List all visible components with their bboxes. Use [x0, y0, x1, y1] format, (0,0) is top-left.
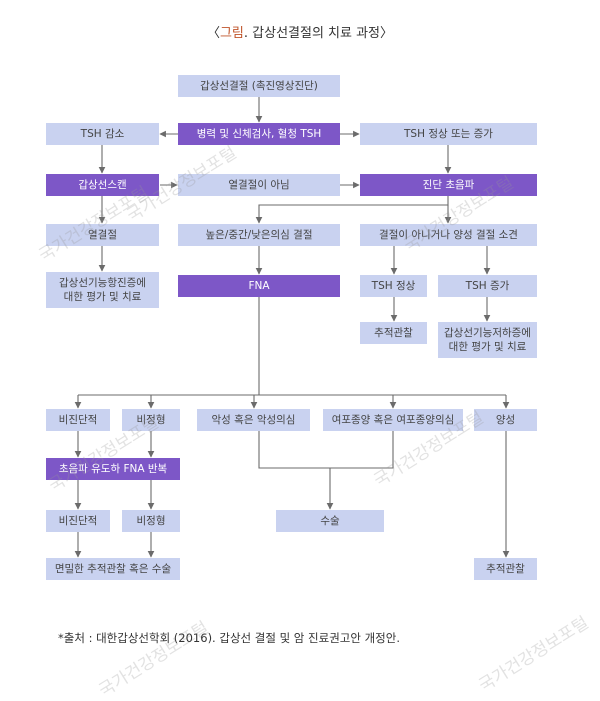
node-follicular-neoplasm: 여포종양 혹은 여포종양의심 — [323, 409, 463, 431]
node-thyroid-scan: 갑상선스캔 — [46, 174, 159, 196]
node-tsh-low: TSH 감소 — [46, 123, 159, 145]
node-diagnostic-ultrasound: 진단 초음파 — [360, 174, 537, 196]
title-text: . 갑상선결절의 치료 과정〉 — [243, 26, 394, 41]
node-surgery: 수술 — [276, 510, 384, 532]
flowchart-canvas: 〈그림. 갑상선결절의 치료 과정〉 갑상선결절 (촉진영상진단) 병력 및 신… — [0, 22, 600, 701]
node-tsh-high: TSH 증가 — [438, 275, 537, 297]
node-hypothyroid-evaluation: 갑상선기능저하증에 대한 평가 및 치료 — [438, 322, 537, 358]
source-footnote: *출처 : 대한갑상선학회 (2016). 갑상선 결절 및 암 진료권고안 개… — [58, 631, 400, 645]
node-tsh-normal-or-high: TSH 정상 또는 증가 — [360, 123, 537, 145]
node-close-follow-up-or-surgery: 면밀한 추적관찰 혹은 수술 — [46, 558, 180, 580]
node-follow-up-2: 추적관찰 — [474, 558, 537, 580]
node-history-exam-tsh: 병력 및 신체검사, 혈청 TSH — [178, 123, 340, 145]
node-tsh-normal: TSH 정상 — [360, 275, 427, 297]
node-not-hot-nodule: 열결절이 아님 — [178, 174, 340, 196]
node-malignant-or-suspicious: 악성 혹은 악성의심 — [197, 409, 310, 431]
connector-lines — [74, 97, 510, 558]
node-follow-up-1: 추적관찰 — [360, 322, 427, 344]
node-fna: FNA — [178, 275, 340, 297]
node-hyperthyroid-evaluation: 갑상선기능항진증에 대한 평가 및 치료 — [46, 272, 159, 308]
node-nondiagnostic-2: 비진단적 — [46, 510, 110, 532]
node-thyroid-nodule: 갑상선결절 (촉진영상진단) — [178, 75, 340, 97]
node-atypical-2: 비정형 — [122, 510, 180, 532]
line-malignant-follicular-join — [258, 431, 394, 469]
node-no-nodule-or-benign: 결절이 아니거나 양성 결절 소견 — [360, 224, 537, 246]
arrow-us-to-suspicion — [255, 196, 449, 224]
title-bracket: 〈 — [206, 26, 220, 41]
figure-title: 〈그림. 갑상선결절의 치료 과정〉 — [0, 22, 600, 41]
node-benign: 양성 — [474, 409, 537, 431]
node-suspicion-levels: 높은/중간/낮은의심 결절 — [178, 224, 340, 246]
node-hot-nodule: 열결절 — [46, 224, 159, 246]
node-nondiagnostic-1: 비진단적 — [46, 409, 110, 431]
node-atypical-1: 비정형 — [122, 409, 180, 431]
node-repeat-us-guided-fna: 초음파 유도하 FNA 반복 — [46, 458, 180, 480]
title-highlight: 그림 — [219, 26, 244, 41]
